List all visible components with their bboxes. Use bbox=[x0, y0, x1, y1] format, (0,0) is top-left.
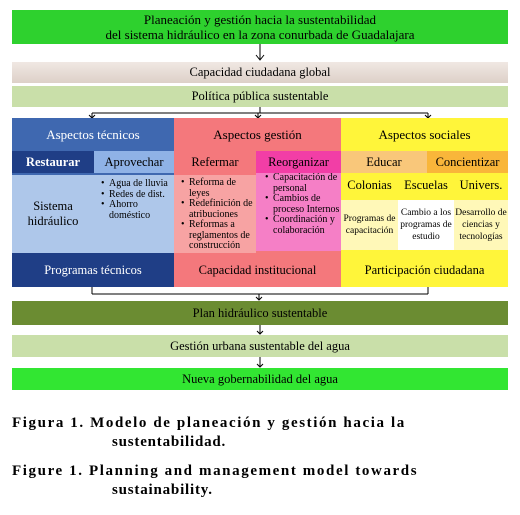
label-colonias: Colonias bbox=[347, 177, 392, 192]
cell-reorganizar-items: Capacitación de personal Cambios de proc… bbox=[256, 172, 341, 251]
column-aspectos-sociales: Aspectos sociales Educar Concientizar Co… bbox=[341, 118, 508, 287]
cell-aprovechar-items: Agua de lluvia Redes de dist. Ahorro dom… bbox=[94, 175, 174, 253]
caption-en-line1: Figure 1. Planning and management model … bbox=[12, 463, 419, 479]
item-cambios-proceso: Cambios de proceso Internos bbox=[265, 193, 340, 215]
caption-en-line2: sustainability. bbox=[112, 482, 213, 498]
caption-es-line2: sustentabilidad. bbox=[112, 434, 227, 450]
cell-programas-capacitacion: Programas de capacitación bbox=[341, 200, 398, 250]
column-aspectos-gestion: Aspectos gestión Refermar Reorganizar Re… bbox=[174, 118, 341, 287]
item-capacitacion-personal: Capacitación de personal bbox=[265, 172, 340, 194]
list-aprovechar: Agua de lluvia Redes de dist. Ahorro dom… bbox=[100, 178, 172, 221]
item-redefinicion-atribuciones: Redefinición de atribuciones bbox=[181, 198, 255, 220]
label-reorganizar: Reorganizar bbox=[256, 151, 341, 173]
arrow-plan-to-gestion bbox=[256, 325, 264, 335]
item-reformas-reglamentos: Reformas a reglamentos de construcción bbox=[181, 219, 255, 252]
arrow-title-to-capacidad bbox=[255, 44, 265, 61]
band-gestion-urbana: Gestión urbana sustentable del agua bbox=[12, 335, 508, 357]
footer-participacion-ciudadana: Participación ciudadana bbox=[341, 253, 508, 287]
header-aspectos-sociales: Aspectos sociales bbox=[378, 126, 471, 142]
band-politica-publica: Política pública sustentable bbox=[12, 86, 508, 107]
list-refermar: Reforma de leyes Redefinición de atribuc… bbox=[180, 177, 255, 252]
header-aspectos-gestion: Aspectos gestión bbox=[213, 126, 302, 142]
item-reforma-de-leyes: Reforma de leyes bbox=[181, 177, 255, 199]
connector-columns-to-plan bbox=[91, 287, 429, 301]
cell-refermar-items: Reforma de leyes Redefinición de atribuc… bbox=[174, 175, 256, 253]
cell-desarrollo-ciencias: Desarrollo de ciencias y tecnologías bbox=[454, 200, 508, 250]
label-escuelas: Escuelas bbox=[404, 177, 448, 192]
label-sistema-hidraulico: Sistema hidráulico bbox=[27, 199, 79, 228]
caption-es-line1: Figura 1. Modelo de planeación y gestión… bbox=[12, 415, 406, 431]
band-plan-hidraulico: Plan hidráulico sustentable bbox=[12, 301, 508, 325]
item-coordinacion-colaboracion: Coordinación y colaboración bbox=[265, 214, 340, 236]
footer-capacidad-institucional: Capacidad institucional bbox=[174, 253, 341, 287]
diagram-title: Planeación y gestión hacia la sustentabi… bbox=[12, 10, 508, 44]
cell-sistema-hidraulico: Sistema hidráulico bbox=[12, 175, 94, 253]
footer-programas-tecnicos: Programas técnicos bbox=[12, 253, 174, 287]
arrow-gestion-to-gobernabilidad bbox=[256, 357, 264, 368]
list-reorganizar: Capacitación de personal Cambios de proc… bbox=[264, 172, 340, 236]
header-aspectos-tecnicos: Aspectos técnicos bbox=[46, 126, 140, 142]
diagram-title-line1: Planeación y gestión hacia la sustentabi… bbox=[143, 12, 377, 27]
cell-cambio-programas: Cambio a los programas de estudio bbox=[398, 200, 454, 250]
label-concientizar: Concientizar bbox=[427, 151, 508, 173]
band-capacidad-ciudadana: Capacidad ciudadana global bbox=[12, 62, 508, 83]
label-educar: Educar bbox=[341, 151, 427, 173]
caption-spanish: Figura 1. Modelo de planeación y gestión… bbox=[12, 414, 512, 452]
band-nueva-gobernabilidad: Nueva gobernabilidad del agua bbox=[12, 368, 508, 390]
caption-english: Figure 1. Planning and management model … bbox=[12, 462, 512, 500]
item-agua-de-lluvia: Agua de lluvia bbox=[101, 178, 172, 190]
label-aprovechar: Aprovechar bbox=[94, 151, 174, 173]
item-ahorro-domestico: Ahorro doméstico bbox=[101, 199, 172, 221]
label-refermar: Refermar bbox=[174, 151, 256, 173]
item-redes-de-dist: Redes de dist. bbox=[101, 189, 172, 201]
column-aspectos-tecnicos: Aspectos técnicos Restaurar Aprovechar S… bbox=[12, 118, 174, 287]
diagram-title-line2: del sistema hidráulico en la zona conurb… bbox=[105, 27, 415, 42]
label-restaurar: Restaurar bbox=[12, 151, 94, 173]
label-univers: Univers. bbox=[459, 177, 503, 192]
